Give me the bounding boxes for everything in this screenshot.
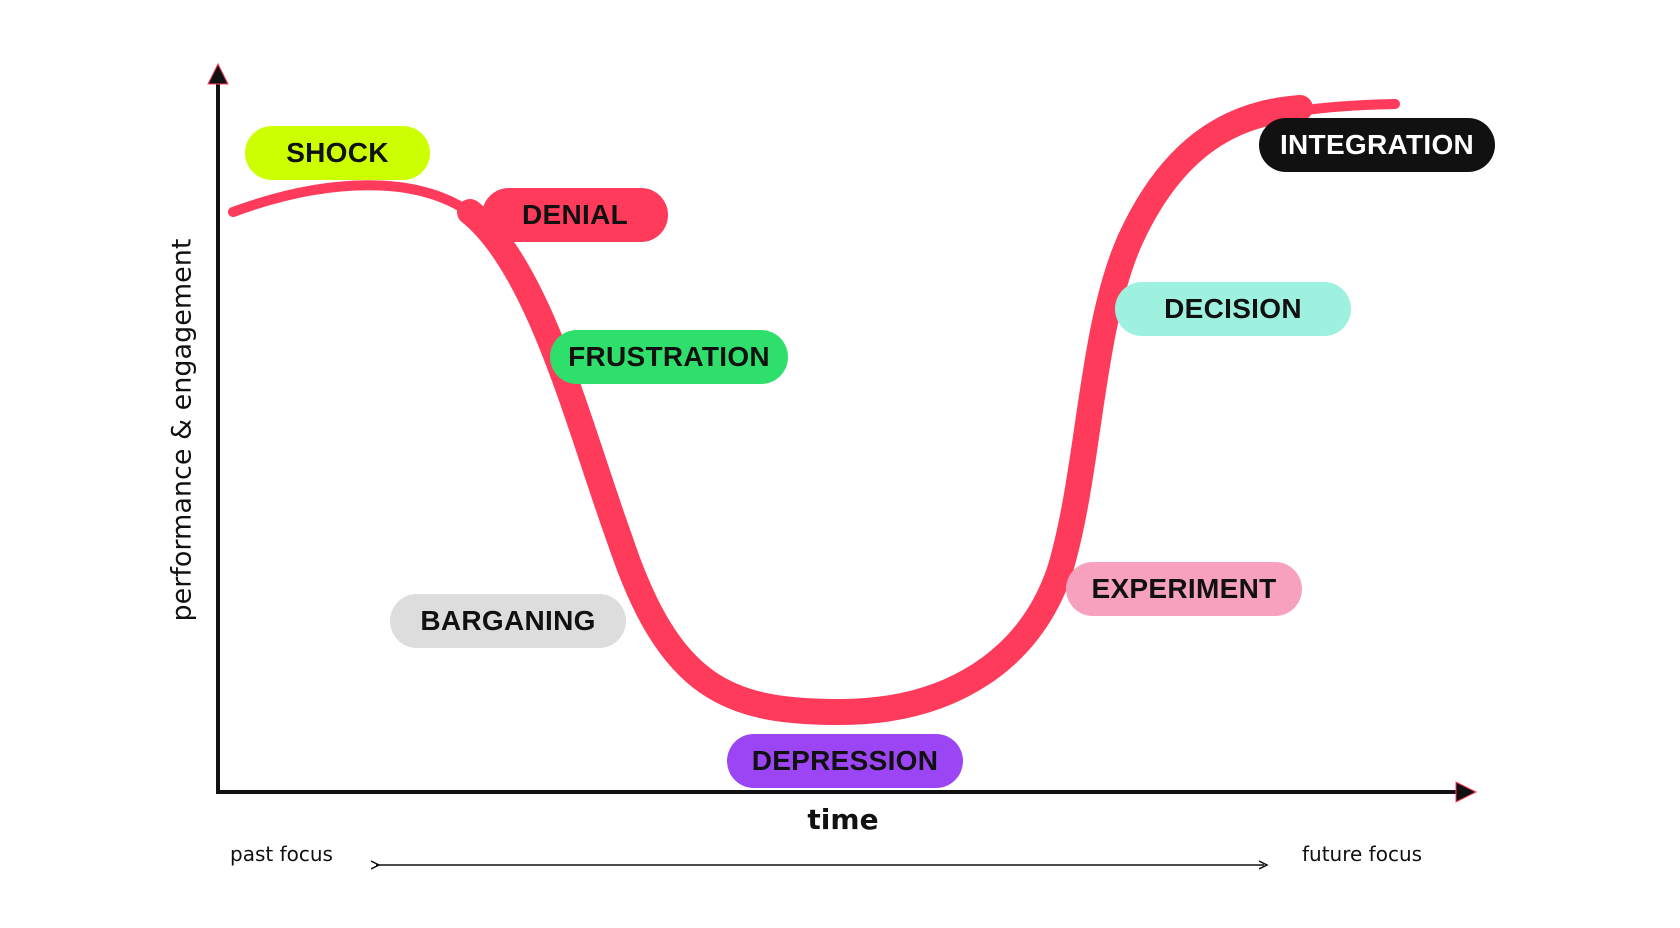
y-axis-arrowhead — [207, 62, 229, 85]
past-focus-label: past focus — [230, 842, 333, 866]
stage-shock: SHOCK — [245, 126, 430, 180]
stage-experiment: EXPERIMENT — [1066, 562, 1302, 616]
stage-decision: DECISION — [1115, 282, 1351, 336]
y-axis-label: performance & engagement — [166, 238, 198, 622]
future-focus-label: future focus — [1302, 842, 1423, 866]
stage-denial: DENIAL — [482, 188, 668, 242]
stage-barganing: BARGANING — [390, 594, 626, 648]
stage-frustration: FRUSTRATION — [550, 330, 788, 384]
stage-integration: INTEGRATION — [1259, 118, 1495, 172]
x-axis-arrowhead — [1455, 781, 1478, 803]
stage-depression: DEPRESSION — [727, 734, 963, 788]
change-curve-body — [457, 95, 1313, 726]
x-axis-label: time — [807, 803, 879, 836]
